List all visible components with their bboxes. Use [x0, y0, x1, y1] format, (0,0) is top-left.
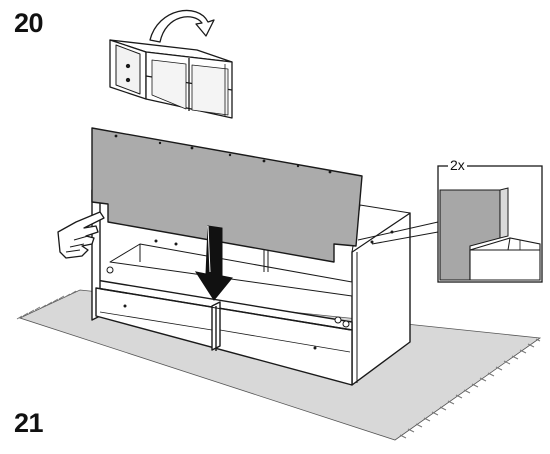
small-cabinet-thumbnail	[109, 39, 233, 119]
back-panel	[91, 127, 363, 263]
step-number-current: 20	[14, 8, 44, 38]
cabinet	[91, 185, 411, 386]
curved-arrow-icon	[149, 9, 215, 43]
detail-inset	[437, 165, 543, 283]
pointing-hand-icon	[57, 211, 105, 259]
detail-leader	[357, 221, 439, 245]
down-arrow-icon	[194, 225, 233, 301]
quantity-label: 2x	[448, 157, 467, 173]
step-number-next: 21	[14, 408, 44, 438]
